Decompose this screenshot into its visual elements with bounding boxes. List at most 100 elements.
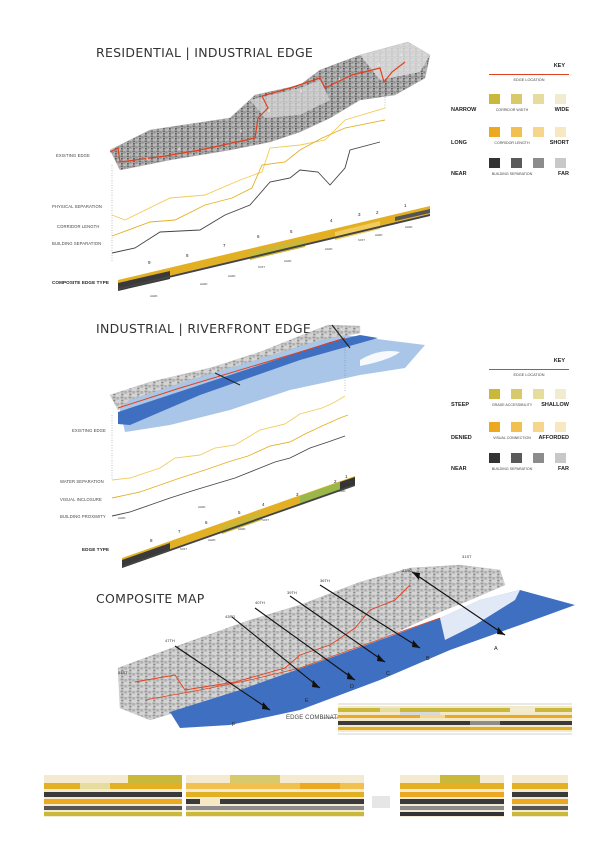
key-edge-line <box>489 369 569 371</box>
svg-text:8: 8 <box>186 253 189 258</box>
label-existing-edge-2: EXISTING EDGE <box>72 428 106 433</box>
building-proximity-line <box>111 435 346 517</box>
zone-letter: A <box>494 646 498 652</box>
svg-text:5: 5 <box>268 108 271 113</box>
street-label: 33RD <box>402 568 412 573</box>
swatch <box>533 389 544 399</box>
industrial-map <box>109 324 425 432</box>
svg-text:4: 4 <box>300 88 303 93</box>
svg-text:5: 5 <box>290 229 293 234</box>
street-label: 40TH <box>255 600 265 605</box>
swatch <box>533 422 544 432</box>
svg-text:6: 6 <box>240 128 243 133</box>
street-arrows <box>174 571 506 711</box>
key-row-corridor-length: LONG CORRIDOR LENGTH SHORT <box>451 127 569 159</box>
zone-letters: A B C D E F <box>232 646 498 728</box>
composite-title: COMPOSITE MAP <box>96 591 205 606</box>
key-left-label: STEEP <box>451 402 470 408</box>
key-row-grade-accessibility: STEEP GRADE ACCESSIBILITY SHALLOW <box>451 389 569 421</box>
swatch <box>533 94 544 104</box>
svg-text:1: 1 <box>400 52 403 57</box>
key-left-label: NEAR <box>451 171 467 177</box>
svg-text:8: 8 <box>178 146 181 151</box>
industrial-title: INDUSTRIAL | RIVERFRONT EDGE <box>96 321 312 336</box>
svg-text:9: 9 <box>148 260 151 265</box>
swatch <box>489 422 500 432</box>
key-title: KEY <box>553 358 565 364</box>
key-row-visual-connection: DENIED VISUAL CONNECTION AFFORDED <box>451 422 569 454</box>
key-title: KEY <box>553 63 565 69</box>
label-physical-separation: PHYSICAL SEPARATION <box>52 204 102 209</box>
svg-text:3: 3 <box>358 212 361 217</box>
svg-text:3: 3 <box>338 76 341 81</box>
key-right-label: AFFORDED <box>538 435 569 441</box>
svg-text:HARD: HARD <box>208 538 215 542</box>
swatch <box>489 389 500 399</box>
svg-text:5: 5 <box>238 510 241 515</box>
svg-text:7: 7 <box>223 243 226 248</box>
street-label: 31ST <box>462 554 472 559</box>
key-edge-location: EDGE LOCATION <box>513 373 545 377</box>
swatch <box>533 158 544 168</box>
svg-text:7: 7 <box>215 138 218 143</box>
composite-edge-2 <box>144 617 441 701</box>
residential-map <box>109 41 431 171</box>
label-visual-inclosure: VISUAL INCLOSURE <box>60 497 102 502</box>
zone-letter: C <box>386 671 390 677</box>
composite-map <box>117 564 575 728</box>
swatch <box>555 127 566 137</box>
map-numbers-1: 987 654 321 <box>146 52 403 161</box>
svg-text:HARD: HARD <box>338 489 345 493</box>
key-right-label: FAR <box>558 171 569 177</box>
street-labels: 33RD 31ST 36TH 39TH 40TH 43RD 47TH 51ST <box>118 554 472 675</box>
bottom-bar-3 <box>400 775 504 817</box>
bottom-gap-tile <box>372 796 390 808</box>
svg-text:7: 7 <box>178 529 181 534</box>
swatch <box>489 453 500 463</box>
label-corridor-length: CORRIDOR LENGTH <box>57 224 100 229</box>
key-edge-line <box>489 74 569 76</box>
swatch <box>555 94 566 104</box>
label-edge-combination: EDGE COMBINATION <box>286 715 349 721</box>
key-mid-label: GRADE ACCESSIBILITY <box>491 403 533 407</box>
swatch <box>511 158 522 168</box>
bottom-bar-4 <box>512 775 568 817</box>
water-separation-line <box>111 395 346 481</box>
swatch <box>511 422 522 432</box>
composite-edge-strip <box>118 206 430 291</box>
label-existing-edge-1: EXISTING EDGE <box>56 153 90 158</box>
svg-text:3: 3 <box>296 492 299 497</box>
riverfront-existing-edge <box>117 337 346 409</box>
svg-text:2: 2 <box>376 210 379 215</box>
key-mid-label: VISUAL CONNECTION <box>493 436 531 440</box>
edge-combination-chart <box>338 703 572 735</box>
key-right-label: SHALLOW <box>541 402 569 408</box>
bottom-bar-2 <box>186 775 364 817</box>
key-left-label: LONG <box>451 140 467 146</box>
key-right-label: WIDE <box>554 107 569 113</box>
zone-letter: F <box>232 722 236 728</box>
svg-text:HARD: HARD <box>375 233 382 237</box>
svg-text:2: 2 <box>334 479 337 484</box>
swatch <box>511 94 522 104</box>
composite-edge-1 <box>134 584 411 691</box>
svg-text:HARD: HARD <box>200 282 207 286</box>
swatch <box>555 158 566 168</box>
swatch <box>533 453 544 463</box>
svg-text:SOFT: SOFT <box>258 265 265 269</box>
residential-title: RESIDENTIAL | INDUSTRIAL EDGE <box>96 45 314 60</box>
key-row-building-separation-2: NEAR BUILDING SEPARATION FAR <box>451 453 569 485</box>
key-mid-label: CORRIDOR WIDTH <box>495 108 529 112</box>
swatch <box>511 453 522 463</box>
corridor-length-line <box>111 119 386 237</box>
svg-text:HARD: HARD <box>198 505 205 509</box>
visual-inclosure-line <box>111 414 349 499</box>
svg-text:HARD: HARD <box>150 294 157 298</box>
svg-text:1: 1 <box>345 474 348 479</box>
edge-type-strip <box>122 476 355 568</box>
svg-text:SOFT: SOFT <box>262 518 269 522</box>
svg-text:HARD: HARD <box>325 247 332 251</box>
